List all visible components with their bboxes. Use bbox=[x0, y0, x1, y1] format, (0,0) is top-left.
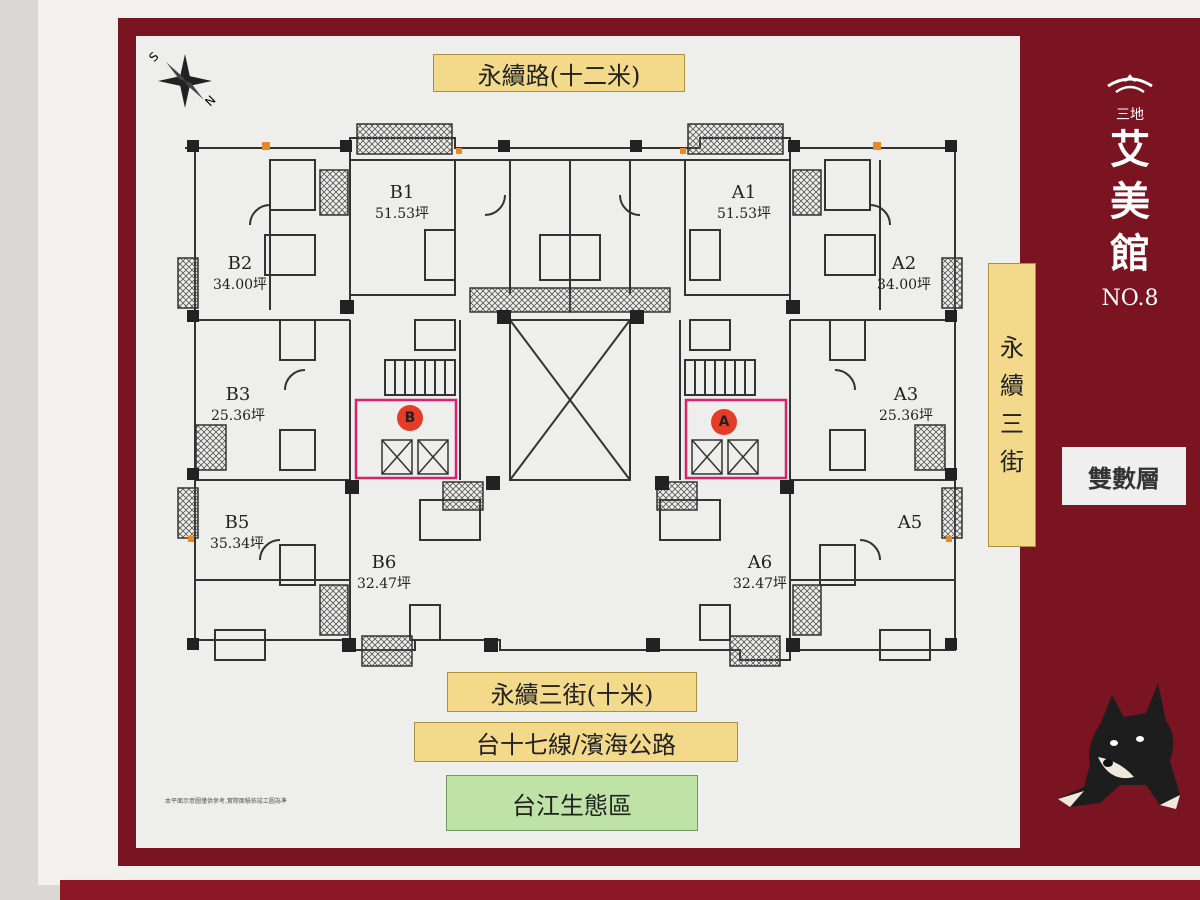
unit-b3: B3 25.36坪 bbox=[206, 384, 270, 425]
shiba-dog-illustration bbox=[1058, 683, 1180, 809]
unit-id: A5 bbox=[897, 512, 923, 533]
brand-name-char: 美 bbox=[1110, 178, 1150, 225]
developer-name: 三地 bbox=[1116, 107, 1144, 123]
road-side-char: 永 bbox=[1000, 334, 1024, 362]
unit-id: B6 bbox=[371, 552, 397, 573]
disclaimer-note: 本平面示意圖僅供參考,實際面積依竣工圖為準 bbox=[165, 798, 287, 805]
unit-area: 32.47坪 bbox=[732, 576, 788, 592]
brand-name-char: 館 bbox=[1110, 230, 1150, 277]
elevator-marker-a: A bbox=[711, 409, 737, 435]
unit-area: 32.47坪 bbox=[356, 576, 412, 592]
unit-area: 25.36坪 bbox=[210, 408, 266, 424]
highway-label: 台十七線/濱海公路 bbox=[414, 722, 738, 762]
unit-area: 25.36坪 bbox=[878, 408, 934, 424]
floor-plan-sheet bbox=[136, 36, 1020, 848]
unit-id: A6 bbox=[747, 552, 773, 573]
unit-a3: A3 25.36坪 bbox=[874, 384, 938, 425]
road-side-char: 街 bbox=[1000, 448, 1024, 476]
unit-area: 51.53坪 bbox=[716, 206, 772, 222]
unit-a6: A6 32.47坪 bbox=[728, 552, 792, 593]
unit-b6: B6 32.47坪 bbox=[352, 552, 416, 593]
road-side-char: 三 bbox=[1000, 410, 1024, 438]
elevator-marker-a-text: A bbox=[718, 414, 730, 430]
unit-b1: B1 51.53坪 bbox=[372, 182, 432, 223]
next-page-edge bbox=[60, 880, 1200, 900]
unit-id: B3 bbox=[225, 384, 251, 405]
road-label-bottom-text: 永續三街(十米) bbox=[490, 680, 654, 709]
highway-label-text: 台十七線/濱海公路 bbox=[475, 730, 677, 759]
unit-area: 51.53坪 bbox=[374, 206, 430, 222]
eco-zone-label-text: 台江生態區 bbox=[512, 791, 632, 820]
road-label-side: 永 續 三 街 bbox=[988, 263, 1036, 547]
floor-type-badge: 雙數層 bbox=[1062, 447, 1186, 505]
unit-id: B5 bbox=[224, 512, 250, 533]
unit-id: A3 bbox=[893, 384, 919, 405]
developer-logo-icon bbox=[1107, 74, 1153, 94]
road-label-top-text: 永續路(十二米) bbox=[477, 61, 641, 90]
unit-id: B2 bbox=[227, 253, 253, 274]
unit-a1: A1 51.53坪 bbox=[712, 182, 776, 223]
compass-rose-icon: S N bbox=[146, 49, 220, 116]
unit-id: A1 bbox=[731, 182, 757, 203]
road-side-char: 續 bbox=[1000, 372, 1024, 400]
unit-id: B1 bbox=[389, 182, 415, 203]
unit-area: 34.00坪 bbox=[212, 277, 268, 293]
unit-area: 35.34坪 bbox=[209, 536, 265, 552]
road-label-top: 永續路(十二米) bbox=[433, 54, 685, 92]
eco-zone-label: 台江生態區 bbox=[446, 775, 698, 831]
unit-a2: A2 34.00坪 bbox=[872, 253, 936, 294]
brand-panel: 三地 艾 美 館 NO.8 bbox=[1080, 70, 1180, 311]
unit-a5: A5 bbox=[890, 512, 930, 533]
unit-b5: B5 35.34坪 bbox=[204, 512, 270, 553]
elevator-marker-b: B bbox=[397, 405, 423, 431]
unit-b2: B2 34.00坪 bbox=[208, 253, 272, 294]
brand-name-char: 艾 bbox=[1110, 126, 1150, 173]
road-label-bottom: 永續三街(十米) bbox=[447, 672, 697, 712]
elevator-marker-b-text: B bbox=[404, 410, 416, 426]
unit-id: A2 bbox=[891, 253, 917, 274]
floor-type-text: 雙數層 bbox=[1088, 464, 1160, 493]
unit-area: 34.00坪 bbox=[876, 277, 932, 293]
building-number: NO.8 bbox=[1101, 286, 1159, 311]
